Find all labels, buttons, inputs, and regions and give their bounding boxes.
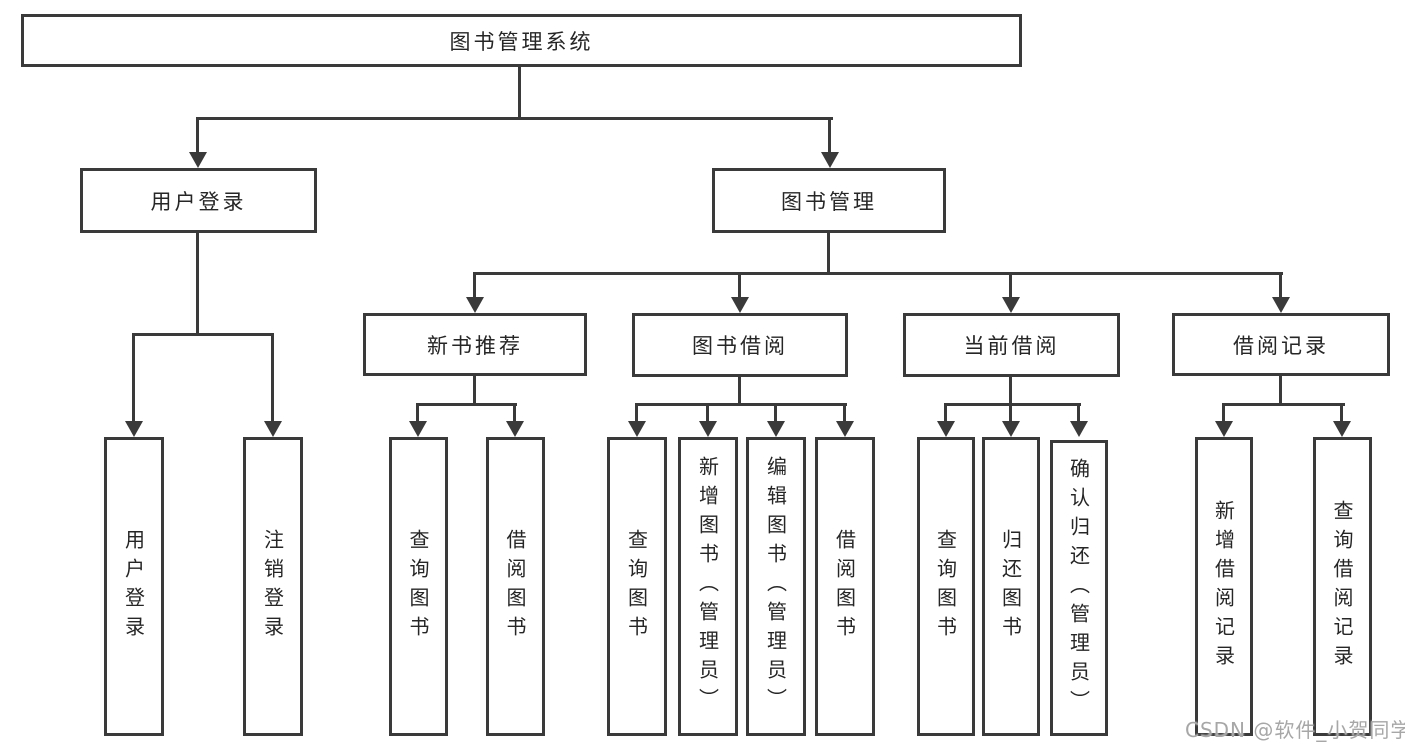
node-book-borrowing: 图书借阅 — [632, 313, 848, 377]
arrow-down-icon — [836, 421, 854, 437]
node-leaf-query-books-borrow: 查询图书 — [607, 437, 667, 736]
connector-book-borrow-stem — [738, 376, 741, 405]
connector-drop — [1222, 403, 1225, 423]
arrow-down-icon — [506, 421, 524, 437]
connector-drop — [513, 403, 516, 423]
arrow-down-icon — [628, 421, 646, 437]
node-library-system: 图书管理系统 — [21, 14, 1022, 67]
node-leaf-query-borrow-record: 查询借阅记录 — [1313, 437, 1372, 736]
connector-drop — [1340, 403, 1343, 423]
connector-drop-user-login — [196, 117, 199, 153]
connector-book-borrow-rail — [635, 403, 847, 406]
node-current-borrowing: 当前借阅 — [903, 313, 1120, 377]
arrow-down-icon — [189, 152, 207, 168]
connector-drop — [706, 403, 709, 423]
arrow-down-icon — [821, 152, 839, 168]
arrow-down-icon — [409, 421, 427, 437]
node-leaf-user-login: 用户登录 — [104, 437, 164, 736]
connector-new-book-rail — [416, 403, 517, 406]
arrow-down-icon — [1333, 421, 1351, 437]
connector-user-login-stem — [196, 232, 199, 335]
csdn-watermark: CSDN @软件_小贺同学 — [1185, 718, 1405, 742]
connector-drop — [416, 403, 419, 423]
arrow-down-icon — [1002, 421, 1020, 437]
node-new-book-recommend: 新书推荐 — [363, 313, 587, 376]
node-leaf-return-book: 归还图书 — [982, 437, 1040, 736]
node-leaf-query-books-current: 查询图书 — [917, 437, 975, 736]
connector-drop — [1077, 403, 1080, 423]
node-leaf-edit-book-admin: 编辑图书（管理员） — [746, 437, 806, 736]
node-leaf-logout: 注销登录 — [243, 437, 303, 736]
arrow-down-icon — [937, 421, 955, 437]
connector-new-book-stem — [473, 376, 476, 405]
arrow-down-icon — [767, 421, 785, 437]
node-borrow-records: 借阅记录 — [1172, 313, 1390, 376]
connector-drop — [774, 403, 777, 423]
connector-drop — [635, 403, 638, 423]
connector-drop-leaf-logout — [271, 333, 274, 422]
connector-drop-leaf-user-login — [132, 333, 135, 422]
arrow-down-icon — [699, 421, 717, 437]
arrow-down-icon — [1002, 297, 1020, 313]
arrow-down-icon — [1215, 421, 1233, 437]
connector-drop-book-mgmt — [828, 117, 831, 153]
connector-book-mgmt-rail — [473, 272, 1283, 275]
connector-current-borrow-rail — [944, 403, 1081, 406]
connector-borrow-record-stem — [1279, 376, 1282, 405]
connector-user-login-rail — [132, 333, 274, 336]
arrow-down-icon — [264, 421, 282, 437]
node-user-login: 用户登录 — [80, 168, 317, 233]
arrow-down-icon — [1272, 297, 1290, 313]
node-leaf-add-book-admin: 新增图书（管理员） — [678, 437, 738, 736]
connector-book-mgmt-stem — [827, 232, 830, 275]
connector-drop-book-borrow — [738, 272, 741, 299]
connector-drop — [1009, 403, 1012, 423]
arrow-down-icon — [125, 421, 143, 437]
node-leaf-confirm-return-admin: 确认归还（管理员） — [1050, 440, 1108, 736]
node-leaf-borrow-books-recommend: 借阅图书 — [486, 437, 545, 736]
node-book-management: 图书管理 — [712, 168, 946, 233]
connector-borrow-record-rail — [1222, 403, 1345, 406]
connector-drop — [843, 403, 846, 423]
connector-root-rail — [196, 117, 833, 120]
arrow-down-icon — [1070, 421, 1088, 437]
node-leaf-query-books-recommend: 查询图书 — [389, 437, 448, 736]
connector-current-borrow-stem — [1009, 376, 1012, 405]
arrow-down-icon — [466, 297, 484, 313]
node-leaf-add-borrow-record: 新增借阅记录 — [1195, 437, 1253, 736]
arrow-down-icon — [731, 297, 749, 313]
connector-drop-new-book — [473, 272, 476, 299]
connector-root-stem — [518, 67, 521, 119]
connector-drop-borrow-record — [1279, 272, 1282, 299]
node-leaf-borrow-books: 借阅图书 — [815, 437, 875, 736]
connector-drop-current-borrow — [1009, 272, 1012, 299]
connector-drop — [944, 403, 947, 423]
